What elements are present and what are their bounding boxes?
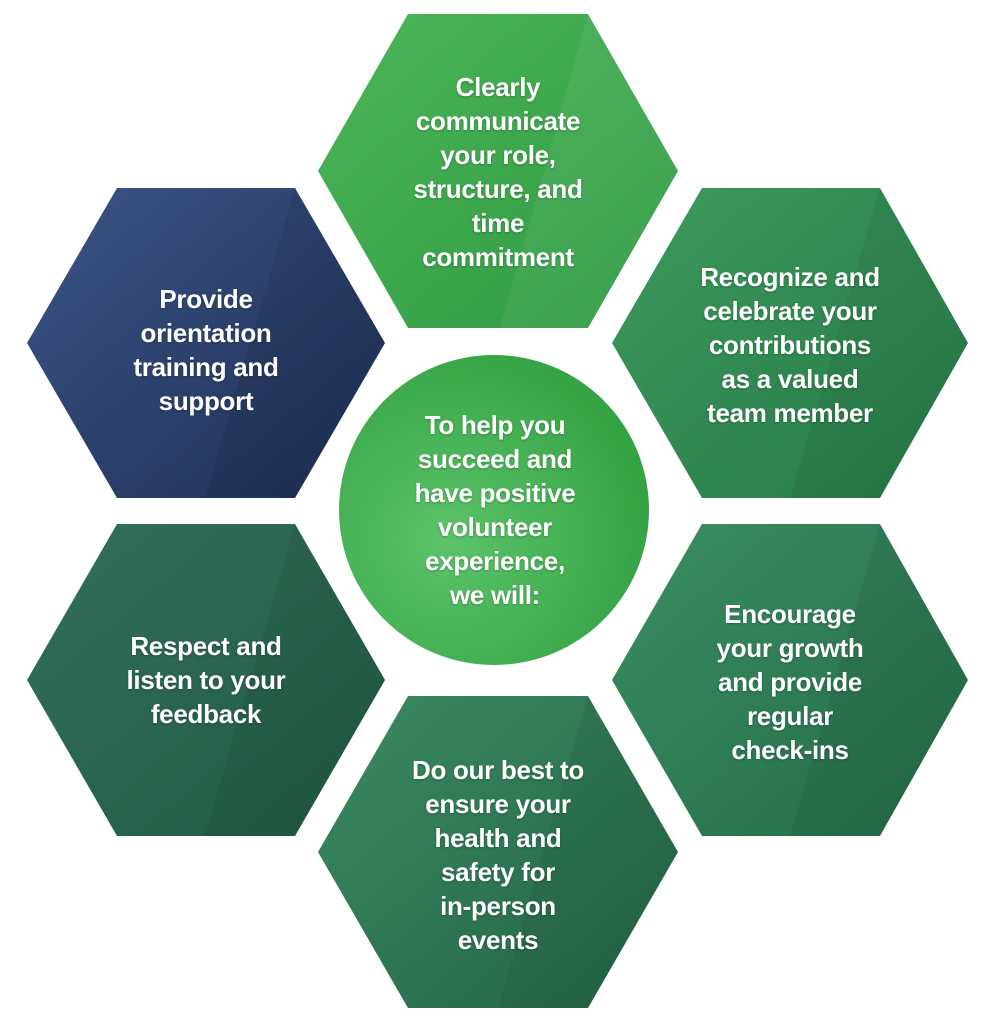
hexagon-bottom [318, 696, 678, 1008]
hexagon-top-label: Clearly communicate your role, structure… [413, 72, 583, 272]
hexagon-lower-right-label: Encourage your growth and provide regula… [716, 599, 864, 765]
hexagon-bottom-sheen [498, 696, 678, 1008]
center-label: To help you succeed and have positive vo… [414, 410, 576, 610]
hexagon-upper-right-label: Recognize and celebrate your contributio… [700, 262, 880, 428]
hexagon-upper-right [612, 188, 968, 498]
hexagon-upper-right-sheen [790, 188, 968, 498]
hexagon-top-sheen [500, 14, 678, 328]
hexagon-upper-left-sheen [205, 188, 385, 498]
hexagon-lower-right [612, 524, 968, 836]
hexagon-lower-right-sheen [790, 524, 968, 836]
hexagon-bottom-label: Do our best to ensure your health and sa… [411, 755, 584, 955]
hexagon-top [318, 14, 678, 328]
hexagon-lower-left [27, 524, 385, 836]
center-circle [339, 355, 649, 665]
hexagon-upper-left [27, 188, 385, 498]
hexagon-lower-left-label: Respect and listen to your feedback [126, 631, 286, 729]
hexagon-lower-left-sheen [205, 524, 385, 836]
hexagon-upper-left-label: Provide orientation training and support [133, 284, 279, 416]
